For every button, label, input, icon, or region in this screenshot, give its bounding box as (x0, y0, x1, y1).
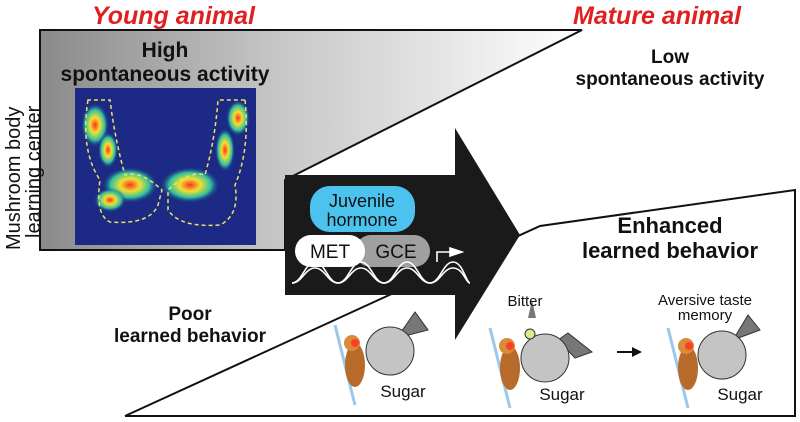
gce-label: GCE (375, 242, 416, 263)
mature-animal-title: Mature animal (573, 2, 742, 30)
sugar-label: Sugar (539, 385, 585, 404)
side-label-1: Mushroom body (3, 107, 25, 250)
memory-label-1: Aversive taste (658, 292, 752, 309)
gce-badge (355, 235, 430, 267)
hormone-label-1: Juvenile (329, 191, 395, 211)
fly-poor: Sugar (333, 311, 429, 406)
side-label-2: learning center (23, 105, 45, 238)
bitter-label: Bitter (507, 293, 542, 310)
right-arrow-icon (617, 347, 642, 357)
sugar-label: Sugar (717, 385, 763, 404)
poor-label: Poor (168, 304, 212, 325)
enhanced-label: Enhanced (617, 213, 722, 238)
memory-label-2: memory (678, 307, 733, 324)
fly-memory: Aversive taste memory Sugar (658, 292, 763, 409)
sugar-label: Sugar (380, 382, 426, 401)
poor-behavior-label: learned behavior (114, 326, 267, 347)
juvenile-hormone-badge (310, 186, 415, 232)
young-animal-title: Young animal (92, 2, 256, 30)
mushroom-body-heatmap (75, 88, 256, 245)
met-label: MET (310, 242, 351, 263)
met-badge (295, 235, 365, 267)
low-label: Low (651, 47, 689, 68)
maturation-arrow (285, 128, 520, 340)
fly-bitter: Bitter Sugar (488, 293, 594, 409)
high-activity-label: spontaneous activity (61, 63, 270, 86)
dna-icon (291, 246, 471, 284)
hormone-label-2: hormone (326, 210, 397, 230)
enhanced-behavior-label: learned behavior (582, 238, 759, 263)
low-activity-label: spontaneous activity (576, 69, 765, 90)
high-label: High (142, 39, 189, 62)
